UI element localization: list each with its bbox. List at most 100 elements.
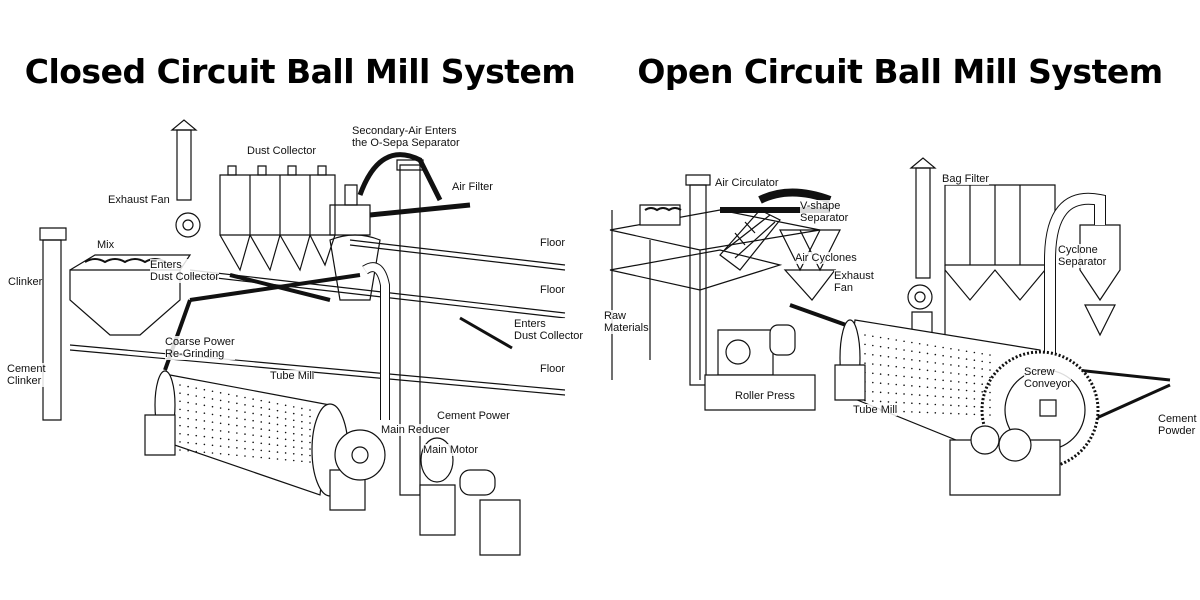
label-line: V-shape bbox=[800, 200, 841, 212]
perforation-dot bbox=[872, 353, 874, 356]
perforation-dot bbox=[179, 416, 181, 419]
label-line: Powder bbox=[1158, 425, 1196, 437]
perforation-dot bbox=[219, 407, 222, 409]
perforation-dot bbox=[195, 450, 198, 453]
perforation-dot bbox=[981, 352, 983, 355]
perforation-dot bbox=[309, 461, 311, 463]
perforation-dot bbox=[195, 395, 198, 397]
perforation-dot bbox=[957, 381, 960, 383]
perforation-dot bbox=[872, 400, 874, 402]
label-line: Clinker bbox=[7, 375, 42, 387]
exhaust-fan-stack bbox=[172, 120, 200, 237]
label-mix: Mix bbox=[97, 239, 115, 251]
perforation-dot bbox=[268, 415, 271, 418]
perforation-dot bbox=[187, 385, 189, 388]
tube-mill-right bbox=[835, 320, 1098, 495]
perforation-dot bbox=[911, 350, 913, 352]
perforation-dot bbox=[879, 400, 882, 403]
perforation-dot bbox=[284, 458, 287, 461]
perforation-dot bbox=[227, 416, 230, 418]
perforation-dot bbox=[276, 444, 279, 446]
perforation-dot bbox=[179, 400, 181, 403]
perforation-dot bbox=[195, 387, 198, 389]
perforation-dot bbox=[903, 401, 905, 404]
perforation-dot bbox=[203, 404, 206, 407]
perforation-dot bbox=[309, 454, 311, 457]
perforation-dot bbox=[911, 376, 913, 378]
perforation-dot bbox=[926, 344, 929, 346]
perforation-dot bbox=[203, 427, 206, 430]
perforation-dot bbox=[934, 353, 937, 356]
label-line: Dust Collector bbox=[150, 271, 220, 283]
perforation-dot bbox=[276, 423, 279, 426]
perforation-dot bbox=[895, 339, 898, 341]
perforation-dot bbox=[292, 412, 295, 415]
perforation-dot bbox=[292, 426, 295, 428]
perforation-dot bbox=[903, 375, 905, 378]
perforation-dot bbox=[887, 401, 890, 403]
perforation-dot bbox=[895, 401, 898, 404]
raw-material-hopper bbox=[640, 205, 681, 225]
perforation-dot bbox=[989, 369, 991, 371]
perforation-dot bbox=[227, 431, 230, 433]
perforation-dot bbox=[179, 449, 181, 451]
perforation-dot bbox=[965, 350, 968, 353]
perforation-dot bbox=[864, 334, 866, 336]
closed-circuit-title: Closed Circuit Ball Mill System bbox=[24, 52, 576, 91]
perforation-dot bbox=[301, 414, 303, 416]
perforation-dot bbox=[276, 437, 279, 440]
perforation-dot bbox=[918, 394, 921, 396]
perforation-dot bbox=[211, 413, 214, 416]
perforation-dot bbox=[981, 391, 983, 393]
perforation-dot bbox=[918, 360, 921, 362]
label-roller-press: Roller Press bbox=[735, 390, 795, 402]
perforation-dot bbox=[872, 363, 874, 365]
perforation-dot bbox=[244, 447, 246, 450]
perforation-dot bbox=[244, 411, 246, 413]
label-line: Separator bbox=[1058, 256, 1107, 268]
perforation-dot bbox=[219, 437, 222, 440]
perforation-dot bbox=[887, 392, 890, 394]
perforation-dot bbox=[903, 340, 905, 343]
perforation-dot bbox=[284, 452, 287, 454]
perforation-dot bbox=[957, 357, 960, 359]
perforation-dot bbox=[236, 439, 238, 442]
perforation-dot bbox=[211, 421, 214, 423]
perforation-dot bbox=[260, 421, 263, 423]
perforation-dot bbox=[887, 365, 890, 367]
perforation-dot bbox=[187, 401, 189, 404]
perforation-dot bbox=[252, 405, 254, 408]
perforation-dot bbox=[203, 420, 206, 422]
perforation-dot bbox=[260, 442, 263, 445]
perforation-dot bbox=[292, 432, 295, 435]
perforation-dot bbox=[284, 431, 287, 434]
perforation-dot bbox=[950, 372, 952, 374]
roller-press bbox=[705, 325, 815, 410]
perforation-dot bbox=[309, 415, 311, 418]
perforation-dot bbox=[981, 413, 983, 416]
label-line: Materials bbox=[604, 322, 649, 334]
perforation-dot bbox=[895, 348, 898, 350]
perforation-dot bbox=[879, 382, 882, 385]
perforation-dot bbox=[950, 347, 952, 350]
perforation-dot bbox=[284, 411, 287, 413]
perforation-dot bbox=[926, 352, 929, 355]
perforation-dot bbox=[260, 428, 263, 430]
label-bag-filter: Bag Filter bbox=[942, 173, 990, 185]
perforation-dot bbox=[179, 432, 181, 435]
perforation-dot bbox=[934, 345, 937, 348]
perforation-dot bbox=[244, 396, 246, 399]
perforation-dot bbox=[284, 418, 287, 420]
perforation-dot bbox=[236, 417, 238, 419]
perforation-dot bbox=[895, 365, 898, 368]
perforation-dot bbox=[887, 337, 890, 340]
perforation-dot bbox=[981, 383, 983, 386]
perforation-dot bbox=[942, 404, 944, 406]
perforation-dot bbox=[942, 395, 944, 398]
perforation-dot bbox=[203, 388, 206, 391]
perforation-dot bbox=[879, 364, 882, 366]
perforation-dot bbox=[292, 452, 295, 455]
perforation-dot bbox=[973, 351, 976, 354]
perforation-dot bbox=[211, 398, 214, 400]
